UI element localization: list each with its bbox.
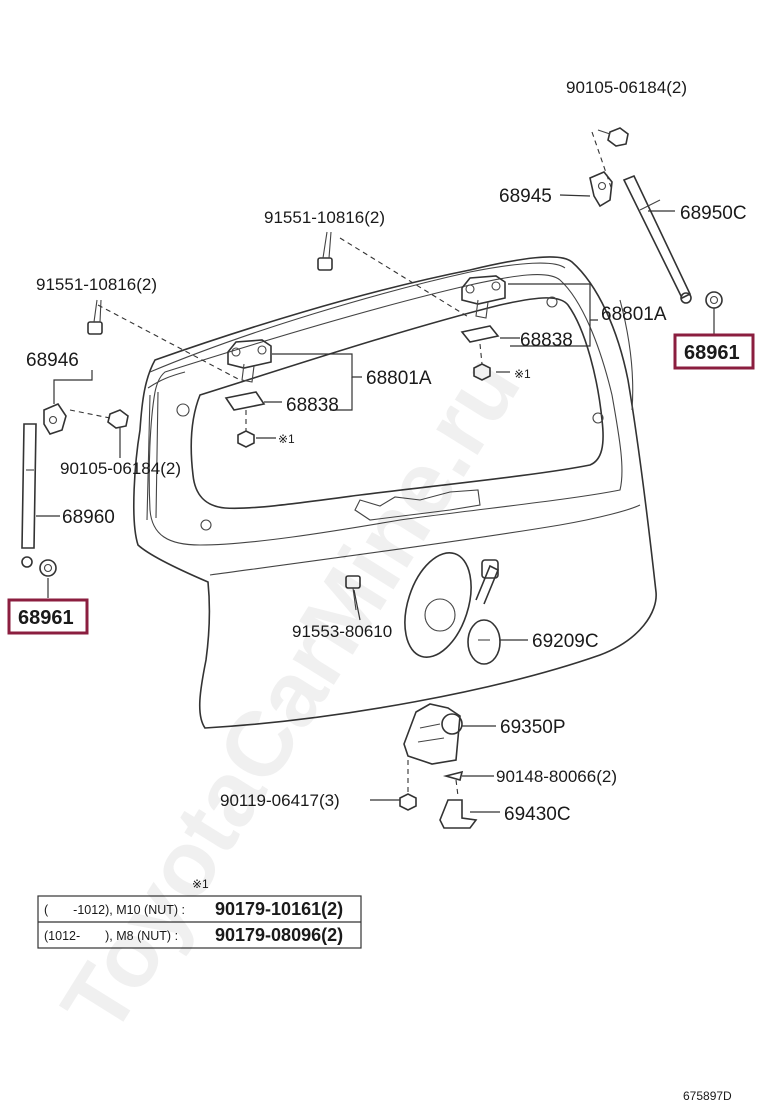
- note-marker: ※1: [192, 877, 209, 891]
- label-68961-left[interactable]: 68961: [18, 607, 74, 629]
- strut-bracket-68946: [43, 403, 67, 435]
- label-90105-left: 90105-06184(2): [60, 459, 181, 478]
- nut-left: [237, 430, 255, 448]
- bolt-90105-left: [107, 409, 129, 429]
- striker-69430C: [439, 799, 478, 829]
- hinge-plate-right: [460, 325, 500, 343]
- label-68801A-left: 68801A: [366, 368, 432, 389]
- label-69350P: 69350P: [500, 717, 566, 738]
- lock-69350P: [403, 703, 463, 765]
- highlight-box-68961-left: [7, 598, 89, 635]
- label-91551-top: 91551-10816(2): [264, 208, 385, 227]
- label-90148: 90148-80066(2): [496, 767, 617, 786]
- note-row-1-part: 90179-10161(2): [215, 899, 343, 919]
- label-91553: 91553-80610: [292, 622, 392, 641]
- label-68950C: 68950C: [680, 203, 747, 224]
- label-68960: 68960: [62, 507, 115, 528]
- nut-ref-right: ※1: [514, 367, 531, 381]
- note-row-2-range: (1012- ), M8 (NUT) :: [44, 929, 178, 943]
- label-68946: 68946: [26, 350, 79, 371]
- damper-68960: [21, 423, 37, 568]
- nut-note-table: ※1 ( -1012), M10 (NUT) : 90179-10161(2) …: [37, 877, 362, 949]
- damper-68950C: [622, 174, 692, 304]
- label-69209C: 69209C: [532, 631, 599, 652]
- screw-91553: [345, 575, 361, 611]
- label-68838-right: 68838: [520, 330, 573, 351]
- label-68838-left: 68838: [286, 395, 339, 416]
- bolt-90105-top: [597, 127, 629, 147]
- switch-69209C: [467, 559, 501, 665]
- label-90119: 90119-06417(3): [220, 791, 340, 810]
- strut-bracket-68945: [589, 171, 613, 208]
- bolt-90119: [399, 760, 417, 811]
- ball-stud-68961-right: [705, 291, 723, 309]
- label-68801A-right: 68801A: [601, 304, 667, 325]
- nut-ref-left: ※1: [278, 432, 295, 446]
- leader-lines: [36, 194, 715, 813]
- hinge-left: [227, 339, 272, 383]
- note-row-1-range: ( -1012), M10 (NUT) :: [44, 903, 185, 917]
- note-row-2-part: 90179-08096(2): [215, 925, 343, 945]
- label-91551-left: 91551-10816(2): [36, 275, 157, 294]
- label-68945: 68945: [499, 186, 552, 207]
- hinge-right: [461, 275, 506, 319]
- bolt-91551-left: [87, 299, 103, 335]
- label-90105-top: 90105-06184(2): [566, 78, 687, 97]
- screw-90148: [442, 770, 464, 797]
- label-69430C: 69430C: [504, 804, 571, 825]
- hinge-plate-left: [224, 391, 266, 411]
- label-68961-right[interactable]: 68961: [684, 342, 740, 364]
- bolt-91551-top: [317, 231, 333, 271]
- drawing-id: 675897D: [683, 1089, 732, 1103]
- highlight-box-68961-right: [673, 333, 755, 370]
- ball-stud-68961-left: [39, 559, 57, 577]
